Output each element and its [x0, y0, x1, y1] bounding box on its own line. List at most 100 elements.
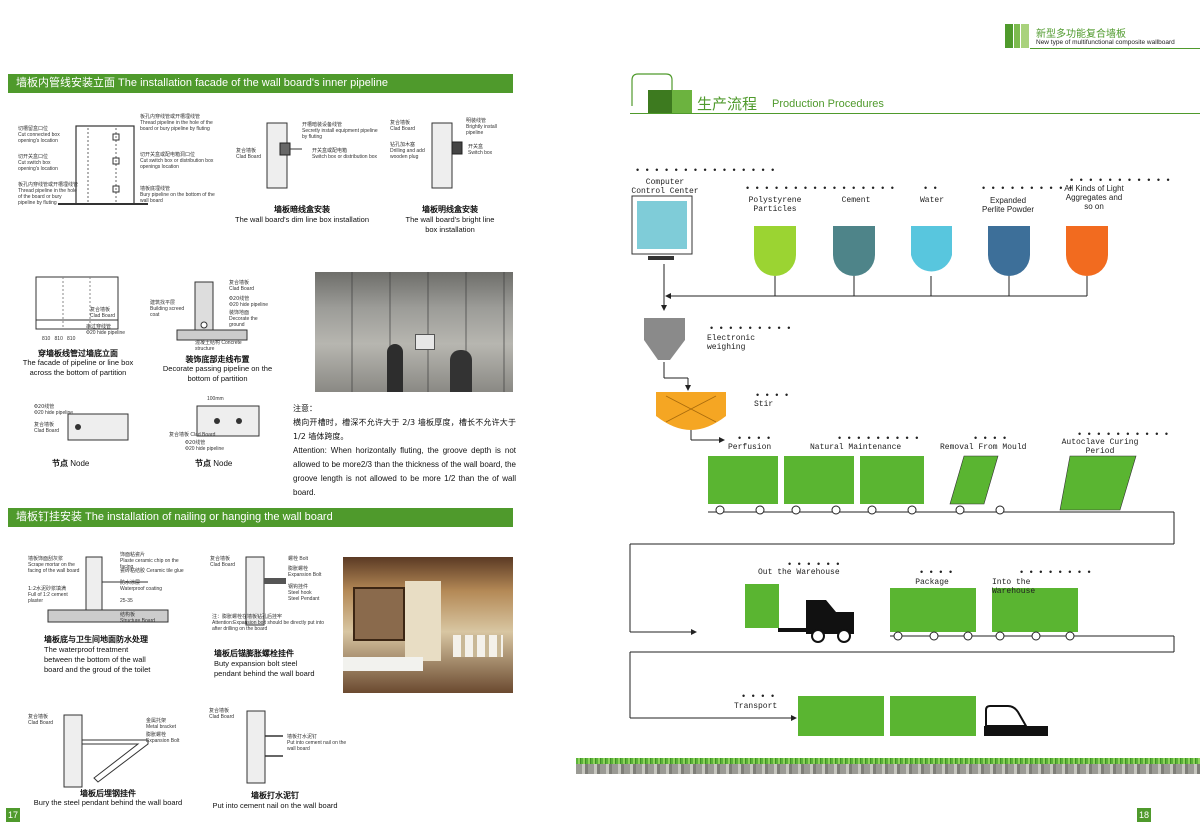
urinals: [453, 635, 503, 657]
dots-polystyrene: • • • • • • • • • • • • • • • •: [746, 183, 896, 193]
label-polystyrene: Polystyrene Particles: [748, 196, 802, 214]
dots-package: • • • •: [920, 567, 955, 577]
label-aggregates: All Kinds of Light Aggregates and so on: [1064, 184, 1124, 211]
dots-out-warehouse: • • • • • •: [788, 559, 842, 569]
section-title-en: Production Procedures: [772, 98, 884, 110]
dots-transport: • • • •: [742, 691, 777, 701]
label-into-warehouse: Into the Warehouse: [992, 578, 1036, 596]
label-transport: Transport: [734, 702, 778, 711]
grass-strip: [576, 758, 1200, 764]
silo-aggregates-icon: [1066, 226, 1108, 276]
expansion-caption-en: Buty expansion bolt steel pendant behind…: [214, 659, 315, 678]
silo-water-icon: [911, 226, 952, 272]
waterproof-dim: 25-35: [120, 598, 133, 604]
facade-bottom-drawing: [35, 276, 119, 330]
expansion-label-2: 螺栓 Bolt: [288, 556, 309, 562]
dots-autoclave: • • • • • • • • • •: [1078, 429, 1171, 439]
worker-2: [450, 350, 472, 392]
expansion-drawing: [245, 556, 286, 626]
silo-feed-lines: [661, 264, 1088, 311]
row2-to-transport-line: [629, 635, 1175, 721]
facade-bottom-dim: 810 810 810: [42, 336, 76, 342]
node1-drawing: [67, 413, 129, 441]
label-perfusion: Perfusion: [728, 443, 772, 452]
cement-nail-drawing: [246, 710, 283, 784]
dim-box-drawing: [266, 122, 302, 189]
facade-bottom-caption-cn: 穿墙板线管过墙底立面: [38, 349, 118, 358]
node2-label-1: 复合墙板 Clad Board: [169, 432, 216, 438]
node2-dim: 100mm: [207, 396, 224, 402]
section-title-cn: 生产流程: [697, 95, 758, 113]
bright-box-caption-en: The wall board's bright line box install…: [405, 215, 495, 234]
label-weighing: Electronic weighing: [707, 334, 756, 352]
label-natural-maintenance: Natural Maintenance: [810, 443, 902, 452]
dots-computer: • • • • • • • • • • • • • • •: [636, 165, 777, 175]
door-panel: [405, 581, 441, 661]
row1-to-row2-line: [629, 511, 1175, 635]
label-cement: Cement: [841, 196, 871, 205]
dots-natural: • • • • • • • • •: [838, 433, 921, 443]
nail-caption-en: Put into cement nail on the wall board: [212, 801, 338, 810]
bathroom-photo: [343, 557, 513, 693]
sink-counter: [343, 657, 423, 671]
dim-box-caption-cn: 墙板暗线盒安装: [274, 205, 330, 214]
note-body-cn: 横向开槽时，槽深不允许大于 2/3 墙板厚度，槽长不允许大于 1/2 墙体跨度。: [293, 418, 516, 441]
header-title-en: New type of multifunctional composite wa…: [1036, 39, 1175, 46]
gravel-strip: [576, 764, 1200, 774]
pendant-caption-cn: 墙板后埋钢挂件: [80, 789, 136, 798]
weighing-hopper-icon: [644, 318, 685, 360]
steel-pendant-drawing: [63, 714, 149, 788]
silo-polystyrene-icon: [754, 226, 796, 276]
decorate-drawing: [176, 281, 248, 341]
bright-box-drawing: [431, 122, 463, 189]
header-accent-2: [1014, 24, 1020, 48]
label-package: Package: [915, 578, 949, 587]
decorate-caption-cn: 装饰底部走线布置: [185, 355, 250, 364]
waterproof-label-3: 瓷砖粘结胶 Ceramic tile glue: [120, 568, 184, 574]
silo-cement-icon: [833, 226, 875, 276]
nail-caption-cn: 墙板打水泥钉: [251, 791, 299, 800]
header-title-cn: 新型多功能复合墙板: [1036, 29, 1126, 40]
dots-perlite: • • • • • • • • • •: [982, 183, 1075, 193]
expansion-caption-cn: 墙板后锚膨胀螺栓挂件: [214, 649, 294, 658]
transport-truck-icon: [798, 696, 1048, 736]
page-number-right: 18: [1137, 808, 1151, 822]
section1-title: 墙板内管线安装立面 The installation facade of the…: [8, 74, 513, 93]
node2-drawing: [196, 405, 260, 437]
decorate-caption-en: Decorate passing pipeline on the bottom …: [162, 364, 273, 383]
